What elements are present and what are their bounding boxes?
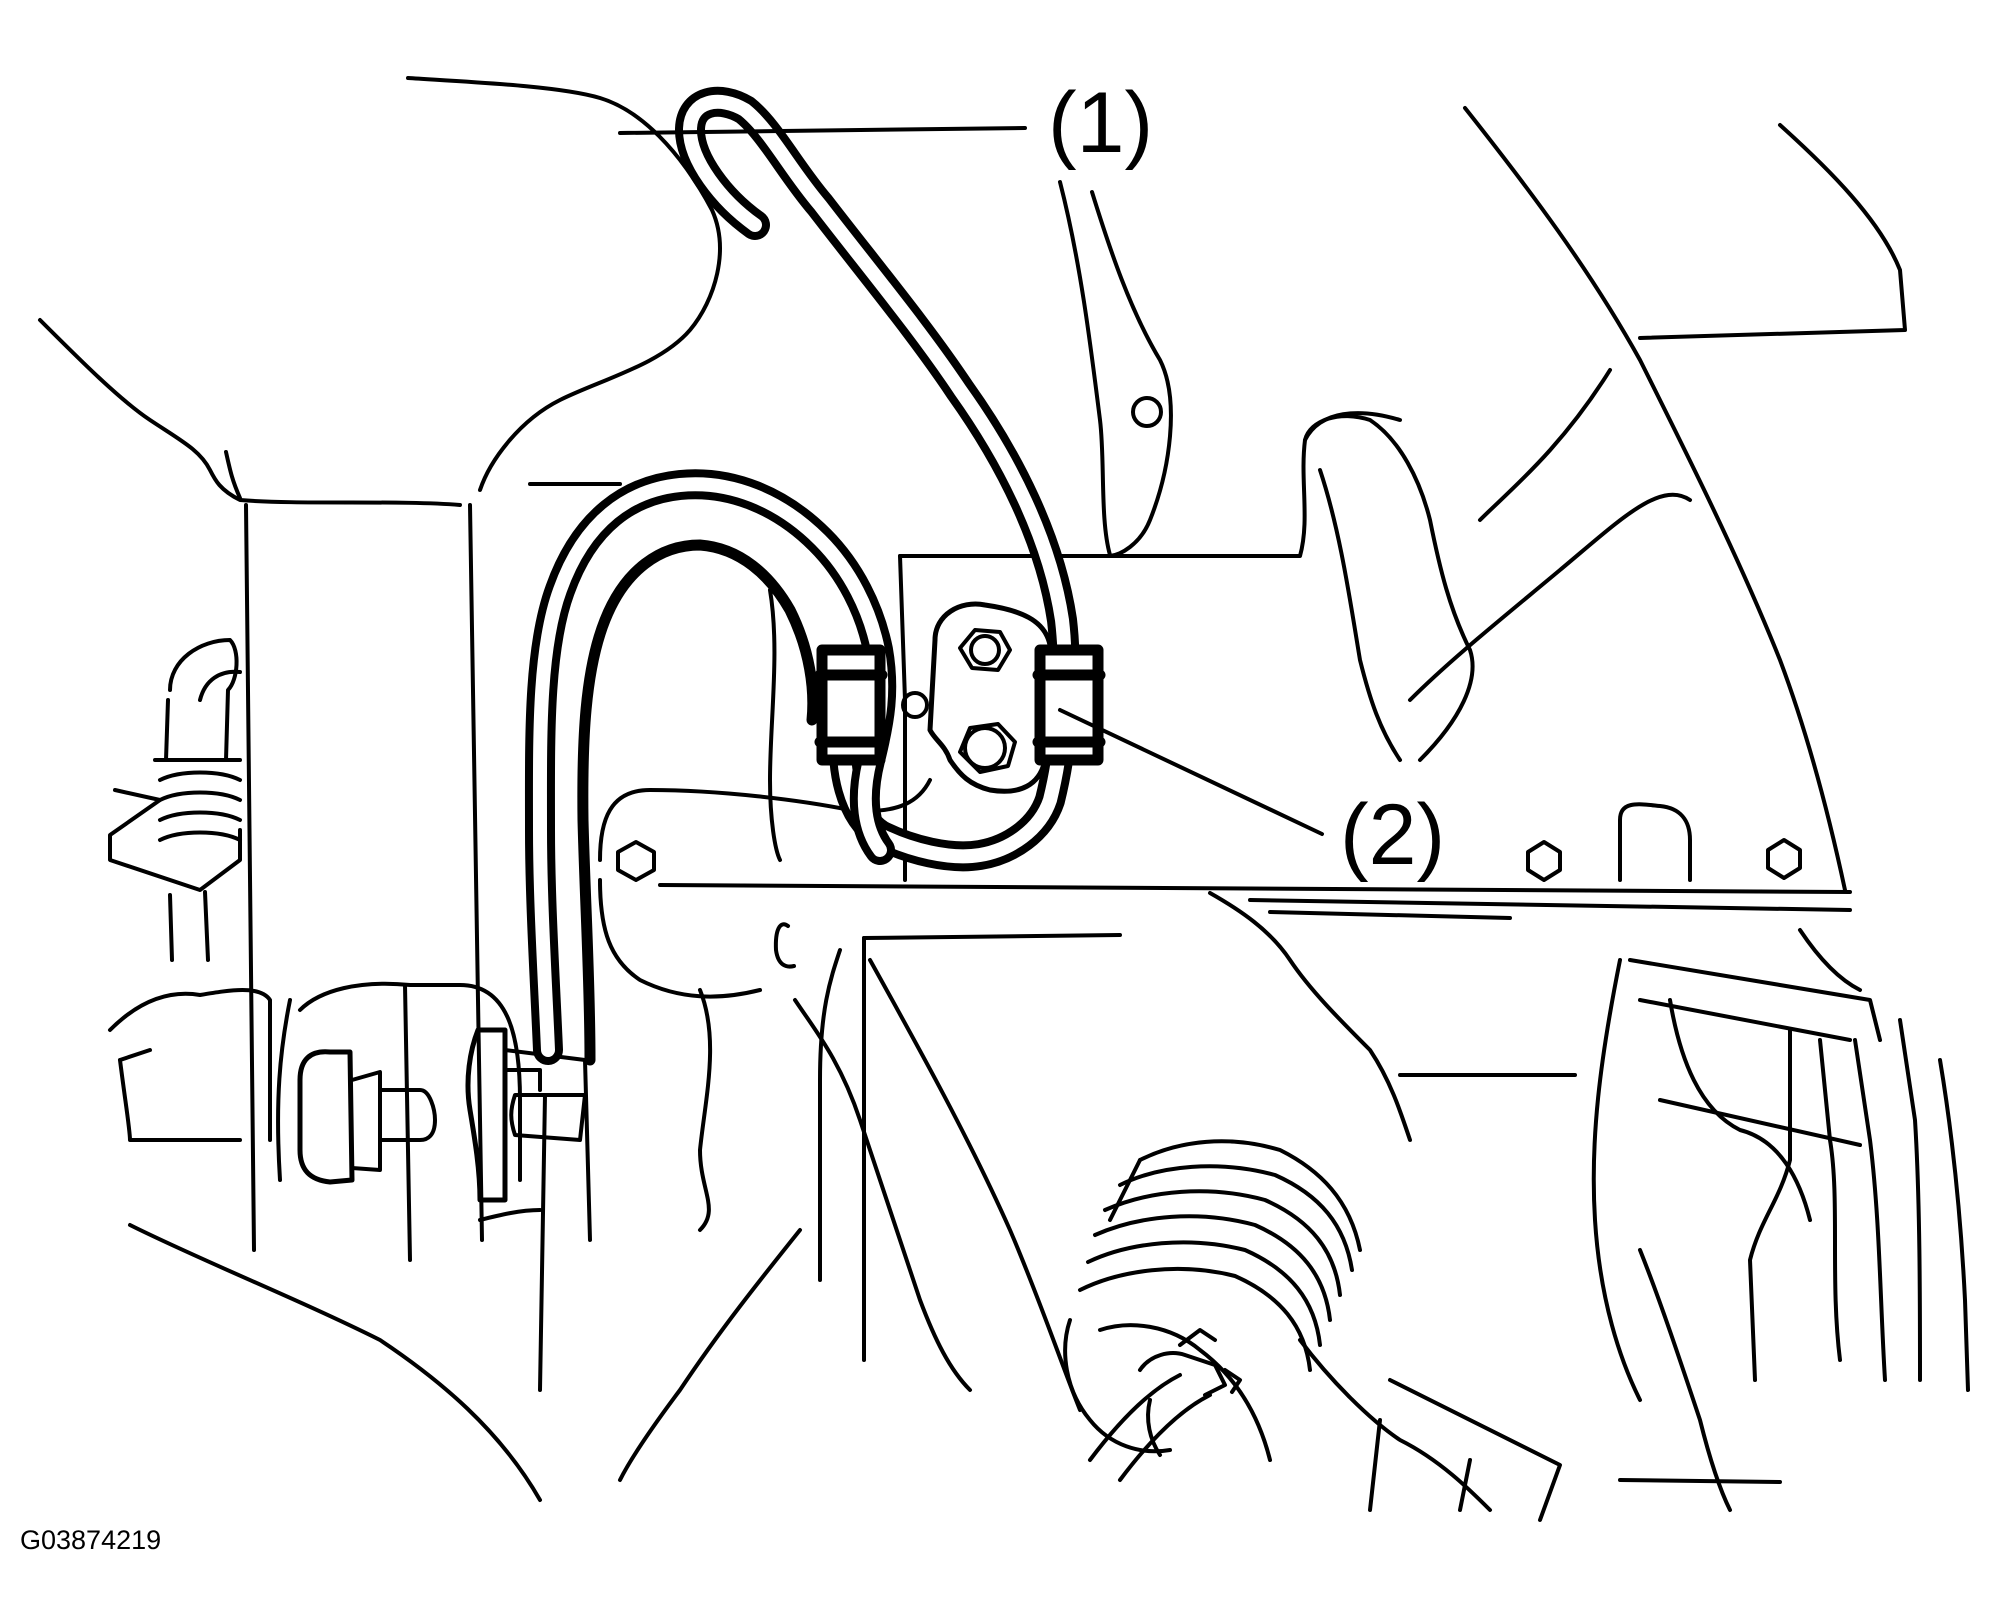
vehicle-body-outlines [38,76,1970,1522]
callout-leaders [618,126,1324,836]
callout-1-label: (1) [1048,75,1154,171]
steering-boot [1063,1139,1362,1482]
callout-2-leader [1058,708,1324,836]
left-suspension-parts [108,638,592,1502]
brake-hoses [524,86,1080,1066]
callout-1-leader [618,126,1027,135]
hose-clip [814,644,1106,766]
figure-id: G03874219 [20,1525,162,1555]
callout-2-label: (2) [1340,787,1446,883]
